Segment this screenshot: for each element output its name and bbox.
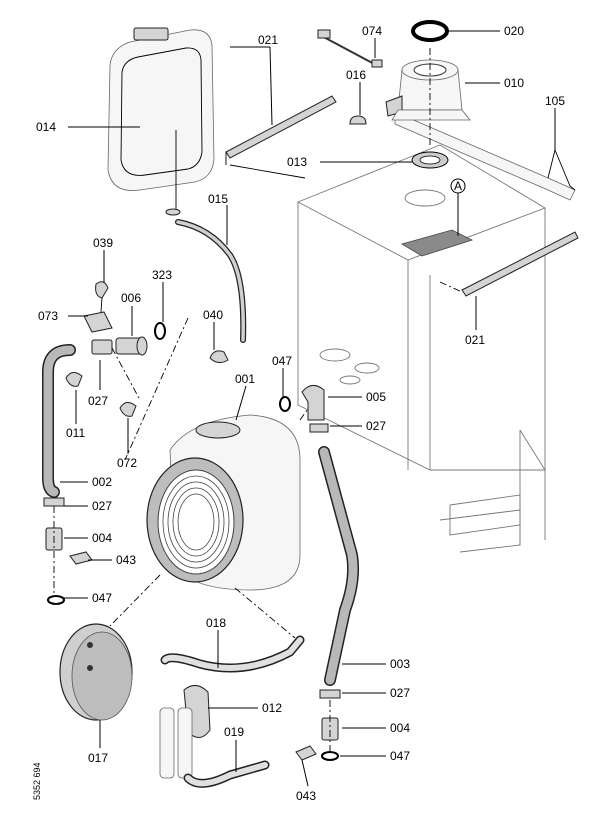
label-015: 015 (208, 192, 228, 206)
label-004-right: 004 (390, 721, 410, 735)
rail-021-right (439, 231, 579, 297)
leader-lines (60, 30, 556, 787)
seal-ring-020 (411, 20, 449, 42)
label-020: 020 (504, 24, 524, 38)
expansion-vessel-014 (107, 27, 215, 216)
label-001: 001 (235, 372, 255, 386)
label-040: 040 (203, 308, 223, 322)
label-012: 012 (262, 701, 282, 715)
sensor-074 (317, 29, 383, 68)
label-018: 018 (206, 616, 226, 630)
label-073: 073 (38, 309, 58, 323)
pipe-003-fittings (295, 689, 341, 761)
label-027-right-top: 027 (366, 419, 386, 433)
flue-connector-010 (385, 59, 471, 121)
label-005: 005 (366, 390, 386, 404)
detail-a-marker: A (450, 178, 466, 236)
part-labels: 014 015 021 016 074 020 010 105 013 021 … (36, 24, 565, 803)
label-043-left: 043 (116, 553, 136, 567)
label-014: 014 (36, 120, 56, 134)
cover-017 (59, 623, 133, 721)
label-021-right: 021 (465, 333, 485, 347)
label-027-left-bottom: 027 (92, 499, 112, 513)
clip-039 (95, 281, 109, 326)
label-074: 074 (362, 24, 382, 38)
label-047-top: 047 (272, 354, 292, 368)
label-043-right: 043 (296, 789, 316, 803)
label-006: 006 (121, 291, 141, 305)
pipe-002-fittings (43, 497, 93, 605)
seal-323 (154, 322, 166, 340)
label-047-left: 047 (92, 591, 112, 605)
label-017: 017 (88, 751, 108, 765)
label-003: 003 (390, 657, 410, 671)
o-ring-047-top (279, 396, 291, 412)
clip-011 (65, 372, 83, 387)
detail-a-letter: A (454, 179, 462, 193)
label-105: 105 (545, 94, 565, 108)
label-010: 010 (504, 76, 524, 90)
label-072: 072 (117, 456, 137, 470)
pressure-relief-valve-006 (91, 336, 148, 356)
label-002: 002 (92, 475, 112, 489)
clip-027-right-top (309, 423, 329, 433)
label-021-top: 021 (258, 33, 278, 47)
siphon-012 (159, 685, 211, 779)
plug-016 (349, 115, 367, 125)
hose-015 (175, 219, 247, 343)
label-013: 013 (287, 155, 307, 169)
clip-040 (209, 350, 229, 364)
label-027-right-bottom: 027 (390, 686, 410, 700)
label-027-left: 027 (88, 394, 108, 408)
document-number: 5352 694 (32, 762, 42, 800)
elbow-005 (301, 385, 325, 421)
label-323: 323 (152, 268, 172, 282)
label-047-right: 047 (390, 749, 410, 763)
drain-tap-073 (83, 311, 113, 333)
detail-a-area (400, 229, 474, 257)
storage-cylinder-001 (146, 414, 301, 591)
clip-072 (119, 402, 137, 417)
label-004-left: 004 (92, 531, 112, 545)
label-011: 011 (66, 426, 85, 440)
rail-021-top (225, 95, 337, 179)
gasket-013 (411, 151, 449, 169)
boiler-casing: A (297, 144, 546, 553)
label-039: 039 (93, 236, 113, 250)
label-016: 016 (346, 68, 366, 82)
label-019: 019 (224, 725, 244, 739)
